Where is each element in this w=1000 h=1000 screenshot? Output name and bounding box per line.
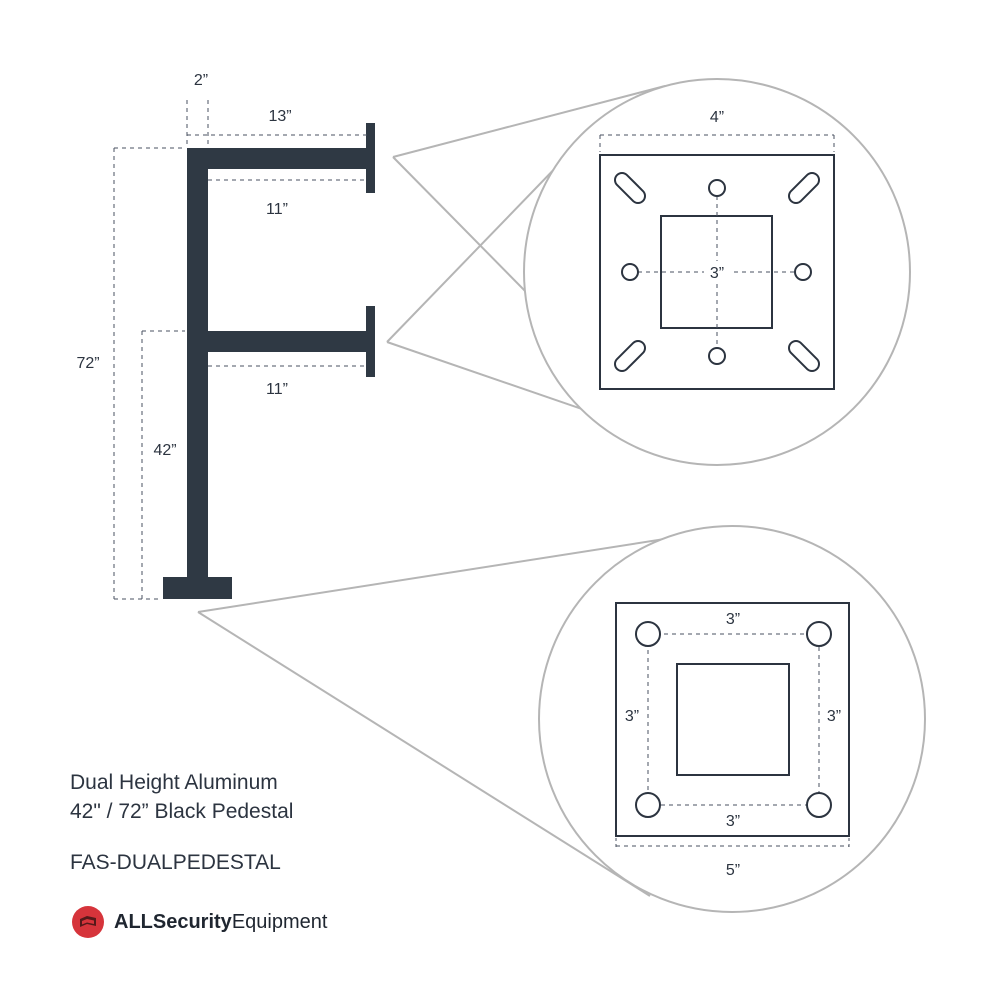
pedestal-silhouette	[163, 123, 375, 599]
upper-arm-inner-label: 11”	[266, 201, 288, 218]
mount-hole-right	[794, 263, 812, 281]
mount-plate-spacing-label: 3”	[710, 265, 724, 282]
base-top-spacing-label: 3”	[726, 611, 740, 628]
product-sku: FAS-DUALPEDESTAL	[70, 851, 281, 874]
upper-mount-plate	[366, 123, 375, 193]
brand-name-bold: ALLSecurity	[114, 910, 232, 933]
pedestal-post	[187, 148, 208, 580]
post-width-label: 2”	[194, 72, 208, 89]
base-plate-callout-circle	[538, 525, 926, 913]
lower-mount-plate	[366, 306, 375, 377]
total-height-label: 72”	[76, 355, 99, 372]
base-hole-top-left	[635, 621, 661, 647]
mount-plate-width-label: 4”	[710, 109, 724, 126]
brand-name-regular: Equipment	[231, 910, 328, 933]
product-title: Dual Height Aluminum 42" / 72” Black Ped…	[70, 768, 293, 826]
mount-hole-top	[708, 179, 726, 197]
brand-logo: ALLSecurityEquipment	[72, 905, 327, 939]
base-plate-center-square	[676, 663, 790, 776]
arm-length-label: 13”	[268, 108, 291, 125]
lower-arm-inner-label: 11”	[266, 381, 288, 398]
base-bottom-spacing-label: 3”	[726, 813, 740, 830]
brand-mark-icon	[72, 906, 104, 938]
base-bolt-pattern	[647, 633, 820, 806]
base-right-spacing-label: 3”	[827, 708, 841, 725]
mount-plate-outline	[599, 154, 835, 390]
mount-plate-detail: 4” 3”	[523, 78, 911, 466]
mount-hole-left	[621, 263, 639, 281]
upper-arm	[187, 148, 368, 169]
dimension-lines	[113, 100, 368, 600]
callout-leaders	[197, 85, 691, 897]
base-hole-bottom-right	[806, 792, 832, 818]
mount-hole-bottom	[708, 347, 726, 365]
base-hole-top-right	[806, 621, 832, 647]
lower-height-label: 42”	[153, 442, 176, 459]
lower-arm	[187, 331, 368, 352]
brand-name: ALLSecurityEquipment	[114, 911, 327, 934]
base-plate-detail: 3” 3” 3” 3” 5”	[538, 525, 926, 913]
base-plate-width-label: 5”	[726, 862, 740, 879]
base-plate-outline	[615, 602, 850, 837]
product-title-line1: Dual Height Aluminum	[70, 771, 278, 794]
pedestal-base	[163, 577, 232, 599]
base-left-spacing-label: 3”	[625, 708, 639, 725]
product-title-line2: 42" / 72” Black Pedestal	[70, 800, 294, 823]
base-hole-bottom-left	[635, 792, 661, 818]
side-view-labels: 2” 13” 11” 11” 72” 42”	[76, 72, 291, 459]
